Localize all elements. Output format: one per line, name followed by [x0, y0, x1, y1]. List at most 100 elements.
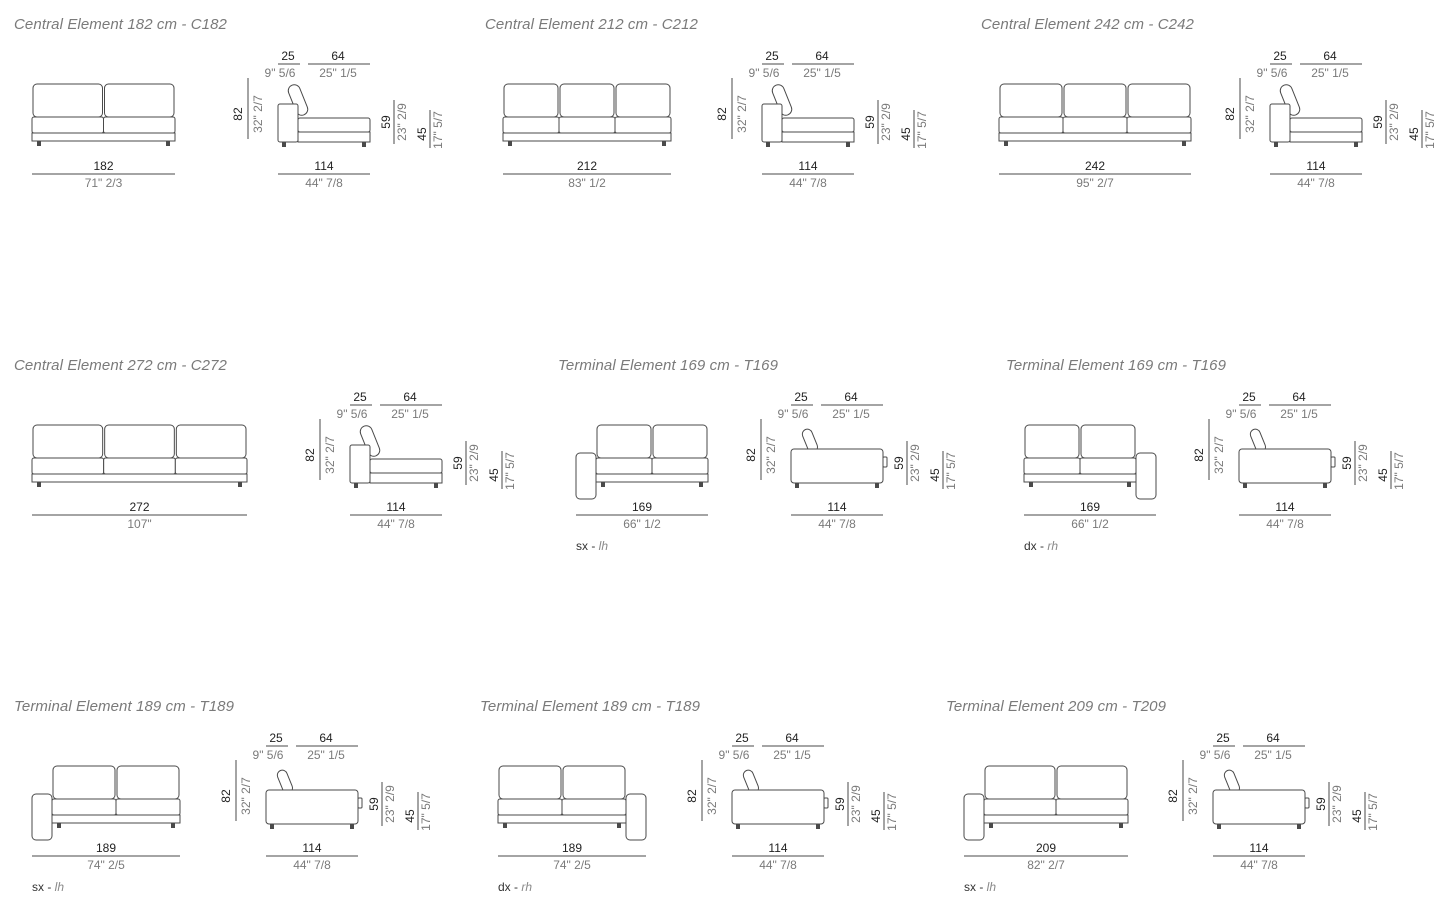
seat-side [297, 117, 371, 133]
arm-cap [357, 797, 363, 809]
depth-cm-label: 114 [302, 841, 321, 855]
side-separator: - [510, 880, 522, 894]
foot [1274, 142, 1278, 147]
seat-height-cm-label: 59 [863, 115, 877, 129]
back-cushion [104, 83, 175, 118]
height-cm-label: 82 [303, 448, 317, 462]
depth-in-label: 44" 7/8 [1240, 858, 1278, 872]
height-cm-label: 82 [231, 107, 245, 121]
arm-body-side [1212, 789, 1306, 825]
depth-in-label: 44" 7/8 [789, 176, 827, 190]
back-cushion [52, 765, 116, 800]
seat-height-cm-label: 59 [1340, 456, 1354, 470]
back-depth-in-label: 9" 5/6 [1200, 748, 1231, 762]
arm-body-side [1238, 448, 1332, 484]
back-depth-cm-label: 25 [281, 49, 295, 63]
foot [736, 824, 740, 829]
width-in-label: 95" 2/7 [1076, 176, 1114, 190]
armrest [625, 793, 647, 841]
depth-cm-label: 114 [768, 841, 787, 855]
depth-cm-label: 114 [1306, 159, 1325, 173]
seat-depth-in-label: 25" 1/5 [391, 407, 429, 421]
armrest [575, 452, 597, 500]
back-depth-in-label: 9" 5/6 [265, 66, 296, 80]
seat-height-in-label: 23" 2/9 [879, 103, 893, 141]
arm-height-in-label: 17" 5/7 [1423, 111, 1435, 149]
seat-cushion [502, 116, 560, 134]
element-title: Terminal Element 189 cm - T189 [14, 698, 235, 715]
seat-depth-cm-label: 64 [319, 731, 333, 745]
foot [238, 482, 242, 487]
backrest-body [277, 103, 299, 143]
side-code: dx [498, 880, 511, 894]
arm-height-in-label: 17" 5/7 [419, 793, 433, 831]
element-title: Central Element 182 cm - C182 [14, 16, 227, 33]
seat-side [369, 458, 443, 474]
back-cushion [652, 424, 708, 459]
back-cushion [1024, 424, 1080, 459]
seat-cushion [115, 798, 181, 816]
foot [270, 824, 274, 829]
foot [503, 823, 507, 828]
seat-depth-in-label: 25" 1/5 [832, 407, 870, 421]
seat-depth-in-label: 25" 1/5 [307, 748, 345, 762]
arm-cap [882, 456, 888, 468]
armrest [1135, 452, 1157, 500]
height-in-label: 32" 2/7 [764, 436, 778, 474]
side-separator: - [588, 539, 599, 553]
foot [37, 482, 41, 487]
side-orientation-label: dx - rh [498, 880, 532, 894]
foot [766, 142, 770, 147]
arm-body-side [265, 789, 359, 825]
depth-in-label: 44" 7/8 [293, 858, 331, 872]
seat-cushion [1126, 116, 1192, 134]
height-cm-label: 82 [1192, 448, 1206, 462]
side-separator: - [1036, 539, 1048, 553]
base [595, 473, 709, 483]
side-hand-label: rh [1047, 539, 1059, 553]
seat-depth-cm-label: 64 [844, 390, 858, 404]
base [51, 814, 181, 824]
base [31, 473, 248, 483]
arm-height-cm-label: 45 [1376, 468, 1390, 482]
back-depth-in-label: 9" 5/6 [1257, 66, 1288, 80]
width-in-label: 83" 1/2 [568, 176, 606, 190]
back-cushion [1056, 765, 1128, 800]
width-cm-label: 169 [1080, 500, 1100, 514]
foot [816, 824, 820, 829]
back-cushion [32, 83, 103, 118]
arm-height-cm-label: 45 [487, 468, 501, 482]
back-depth-cm-label: 25 [1216, 731, 1230, 745]
seat-height-cm-label: 59 [451, 456, 465, 470]
side-orientation-label: sx - lh [964, 880, 996, 894]
foot [37, 141, 41, 146]
foot [699, 482, 703, 487]
base [502, 132, 672, 142]
seat-depth-in-label: 25" 1/5 [773, 748, 811, 762]
width-cm-label: 189 [96, 841, 116, 855]
height-in-label: 32" 2/7 [1243, 95, 1257, 133]
height-cm-label: 82 [685, 789, 699, 803]
seat-height-in-label: 23" 2/9 [1387, 103, 1401, 141]
side-orientation-label: sx - lh [32, 880, 64, 894]
height-cm-label: 82 [219, 789, 233, 803]
foot [1297, 824, 1301, 829]
seat-cushion [31, 116, 104, 134]
foot [1243, 483, 1247, 488]
seat-cushion [497, 798, 563, 816]
foot [57, 823, 61, 828]
width-in-label: 107" [127, 517, 151, 531]
